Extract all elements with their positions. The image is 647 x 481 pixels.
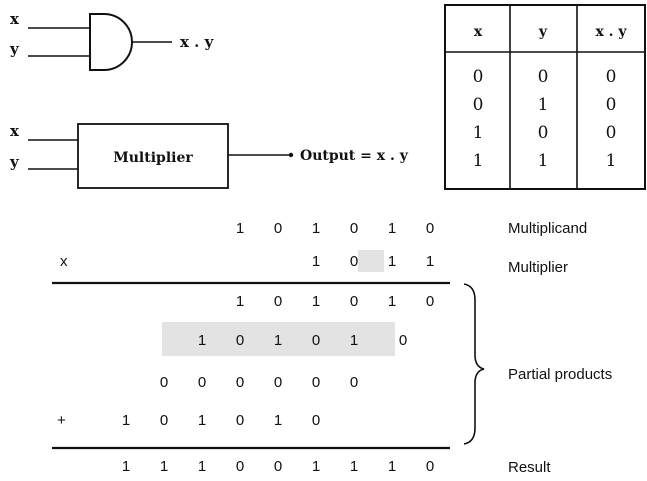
truth-table-cell: 1 <box>473 123 484 143</box>
truth-table-header-output: x . y <box>595 24 627 40</box>
gate-input-x-label: x <box>10 10 20 28</box>
result-label: Result <box>508 459 551 476</box>
multiplier-digit: 1 <box>426 253 434 270</box>
partial-products-label: Partial products <box>508 366 612 383</box>
multiplicand-digit: 0 <box>274 220 282 237</box>
partial-product-row-2: 1 0 1 0 1 0 <box>198 332 407 349</box>
partial-digit: 1 <box>198 412 206 429</box>
partial-digit: 0 <box>198 374 206 391</box>
gate-output-label: x . y <box>180 33 215 51</box>
partial-digit: 0 <box>350 293 358 310</box>
partial-digit: 0 <box>312 412 320 429</box>
partial-digit: 0 <box>312 332 320 349</box>
truth-table-cell: 1 <box>538 151 549 171</box>
partial-product-row-3: 0 0 0 0 0 0 <box>160 374 358 391</box>
truth-table-cell: 0 <box>538 123 549 143</box>
truth-table-cell: 1 <box>606 151 617 171</box>
truth-table-cell: 0 <box>606 95 617 115</box>
result-row: 1 1 1 0 0 1 1 1 0 <box>122 458 434 475</box>
result-digit: 1 <box>388 458 396 475</box>
result-digit: 0 <box>426 458 434 475</box>
truth-table-header-x: x <box>474 24 483 40</box>
multiplier-digit: 1 <box>388 253 396 270</box>
partial-digit: 1 <box>236 293 244 310</box>
multiplier-digit-highlight <box>358 250 384 272</box>
partial-digit: 1 <box>388 293 396 310</box>
multiplicand-digit: 0 <box>426 220 434 237</box>
result-digit: 1 <box>122 458 130 475</box>
multiplier-digit: 0 <box>350 253 358 270</box>
partial-digit: 0 <box>274 374 282 391</box>
multiplier-block-diagram: x y Multiplier Output = x . y <box>9 122 409 189</box>
gate-input-y-label: y <box>9 40 20 58</box>
multiplier-box-label: Multiplier <box>113 150 193 166</box>
partial-digit: 1 <box>312 293 320 310</box>
block-input-y-label: y <box>9 153 20 171</box>
truth-table-cell: 1 <box>473 151 484 171</box>
partial-digit: 1 <box>198 332 206 349</box>
multiplicand-digit: 1 <box>312 220 320 237</box>
result-digit: 0 <box>236 458 244 475</box>
partial-digit: 1 <box>350 332 358 349</box>
truth-table-cell: 0 <box>606 123 617 143</box>
multiplicand-row: 1 0 1 0 1 0 <box>236 220 434 237</box>
result-digit: 0 <box>274 458 282 475</box>
truth-table-cell: 0 <box>473 67 484 87</box>
block-input-x-label: x <box>10 122 20 140</box>
multiplicand-digit: 1 <box>388 220 396 237</box>
long-multiplication: 1 0 1 0 1 0 Multiplicand x 1 0 1 1 Multi… <box>52 220 612 476</box>
and-gate-diagram: x y x . y <box>9 10 215 71</box>
result-digit: 1 <box>312 458 320 475</box>
partial-digit: 1 <box>274 332 282 349</box>
plus-sign: + <box>57 412 66 429</box>
truth-table-cell: 1 <box>538 95 549 115</box>
multiplicand-digit: 1 <box>236 220 244 237</box>
partial-digit: 0 <box>160 412 168 429</box>
multiplier-digit: 1 <box>312 253 320 270</box>
partial-digit: 1 <box>274 412 282 429</box>
multiplier-row: 1 0 1 1 <box>312 253 434 270</box>
truth-table-cell: 0 <box>606 67 617 87</box>
partial-digit: 1 <box>122 412 130 429</box>
truth-table-cell: 0 <box>473 95 484 115</box>
partial-digit: 0 <box>426 293 434 310</box>
truth-table-border <box>444 4 646 190</box>
partial-digit: 0 <box>274 293 282 310</box>
partial-products-brace <box>463 283 485 445</box>
partial-product-highlight <box>162 322 395 356</box>
times-sign: x <box>60 253 68 270</box>
multiplicand-label: Multiplicand <box>508 220 587 237</box>
multiplicand-digit: 0 <box>350 220 358 237</box>
partial-digit: 0 <box>160 374 168 391</box>
partial-digit: 0 <box>350 374 358 391</box>
partial-digit: 0 <box>312 374 320 391</box>
partial-product-row-1: 1 0 1 0 1 0 <box>236 293 434 310</box>
result-digit: 1 <box>160 458 168 475</box>
and-gate-symbol <box>89 13 133 71</box>
block-output-dot <box>288 152 294 158</box>
truth-table: x y x . y 0 0 0 0 1 0 1 0 0 1 1 1 <box>444 4 646 190</box>
partial-product-row-4: 1 0 1 0 1 0 <box>122 412 320 429</box>
truth-table-header-y: y <box>538 24 548 40</box>
multiplier-label: Multiplier <box>508 259 568 276</box>
block-output-label: Output = x . y <box>300 148 409 164</box>
result-digit: 1 <box>198 458 206 475</box>
partial-digit: 0 <box>236 332 244 349</box>
multiplier-box <box>77 123 229 189</box>
result-digit: 1 <box>350 458 358 475</box>
truth-table-cell: 0 <box>538 67 549 87</box>
partial-digit: 0 <box>236 374 244 391</box>
partial-digit: 0 <box>399 332 407 349</box>
partial-digit: 0 <box>236 412 244 429</box>
